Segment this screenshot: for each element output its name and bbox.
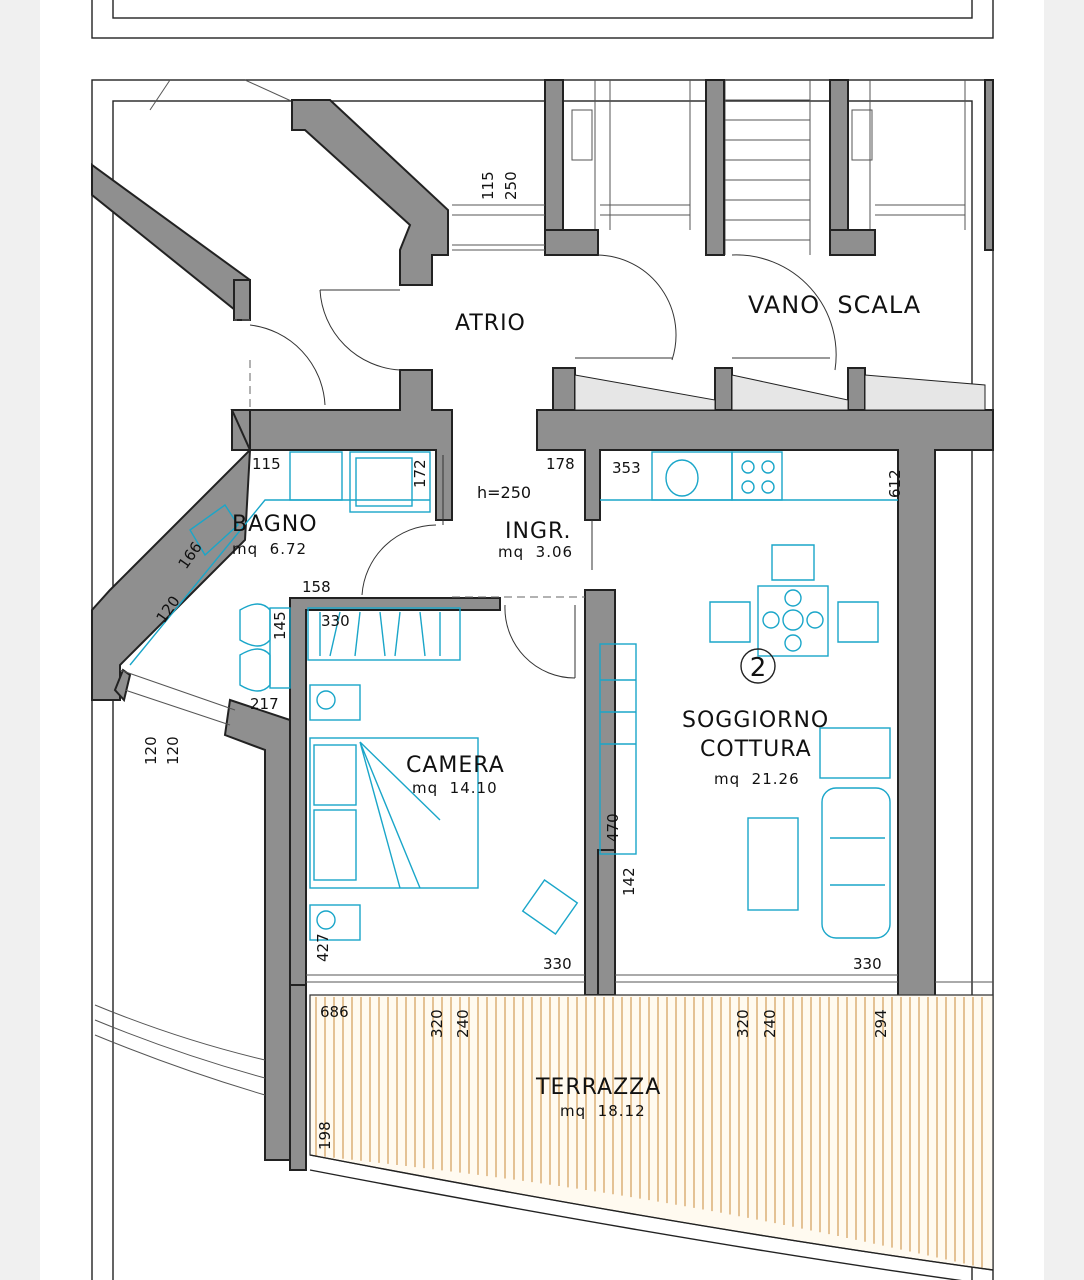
label-terrazza: TERRAZZA [535,1075,661,1100]
label-ingresso: INGR. [505,519,572,544]
unit-number-marker: 2 [740,648,776,684]
terrace-hatch [94,994,994,1280]
area-soggiorno: mq 21.26 [714,770,800,788]
label-atrio: ATRIO [455,311,526,336]
dim-115-top: 115 [479,171,497,200]
dim-145: 145 [271,611,289,640]
openings [119,204,993,983]
label-cottura: COTTURA [700,737,812,762]
dim-330-camera-bottom: 330 [543,955,572,973]
room-labels: ATRIO VANO SCALA BAGNO mq 6.72 INGR. mq … [232,291,921,1120]
dim-353: 353 [612,459,641,477]
dim-250-top: 250 [502,171,520,200]
unit-number: 2 [750,653,767,683]
dim-294: 294 [872,1009,890,1038]
dim-330-soggiorno-bottom: 330 [853,955,882,973]
dim-115-bagno: 115 [252,455,281,473]
dim-320-a: 320 [428,1009,446,1038]
dim-120-a: 120 [142,736,160,765]
dim-686: 686 [320,1003,349,1021]
dim-612: 612 [886,469,904,498]
beam-lines [234,319,585,598]
label-camera: CAMERA [406,753,505,778]
area-terrazza: mq 18.12 [560,1102,646,1120]
dim-320-b: 320 [734,1009,752,1038]
doors [249,254,837,679]
dim-120-b: 120 [164,736,182,765]
dim-240-b: 240 [761,1009,779,1038]
dim-142: 142 [620,867,638,896]
stair-details [149,79,966,255]
ceiling-height: h=250 [477,483,531,502]
dim-470: 470 [604,813,622,842]
dimension-labels: 115 250 115 172 178 353 612 166 120 158 … [142,171,904,1150]
label-bagno: BAGNO [232,512,318,537]
dim-172: 172 [411,459,429,488]
dim-330-camera: 330 [321,612,350,630]
area-camera: mq 14.10 [412,779,498,797]
dim-178: 178 [546,455,575,473]
label-vano-scala: VANO SCALA [748,291,921,319]
walls [91,79,994,1171]
dim-217: 217 [250,695,279,713]
dim-158: 158 [302,578,331,596]
top-frame [91,0,994,39]
dim-198: 198 [316,1121,334,1150]
dim-240-a: 240 [454,1009,472,1038]
area-ingresso: mq 3.06 [498,543,573,561]
bedroom-furniture [307,607,579,941]
living-furniture [599,451,898,939]
area-bagno: mq 6.72 [232,540,307,558]
dim-427: 427 [314,933,332,962]
bathroom-fixtures [129,451,431,692]
label-soggiorno: SOGGIORNO [682,708,829,733]
